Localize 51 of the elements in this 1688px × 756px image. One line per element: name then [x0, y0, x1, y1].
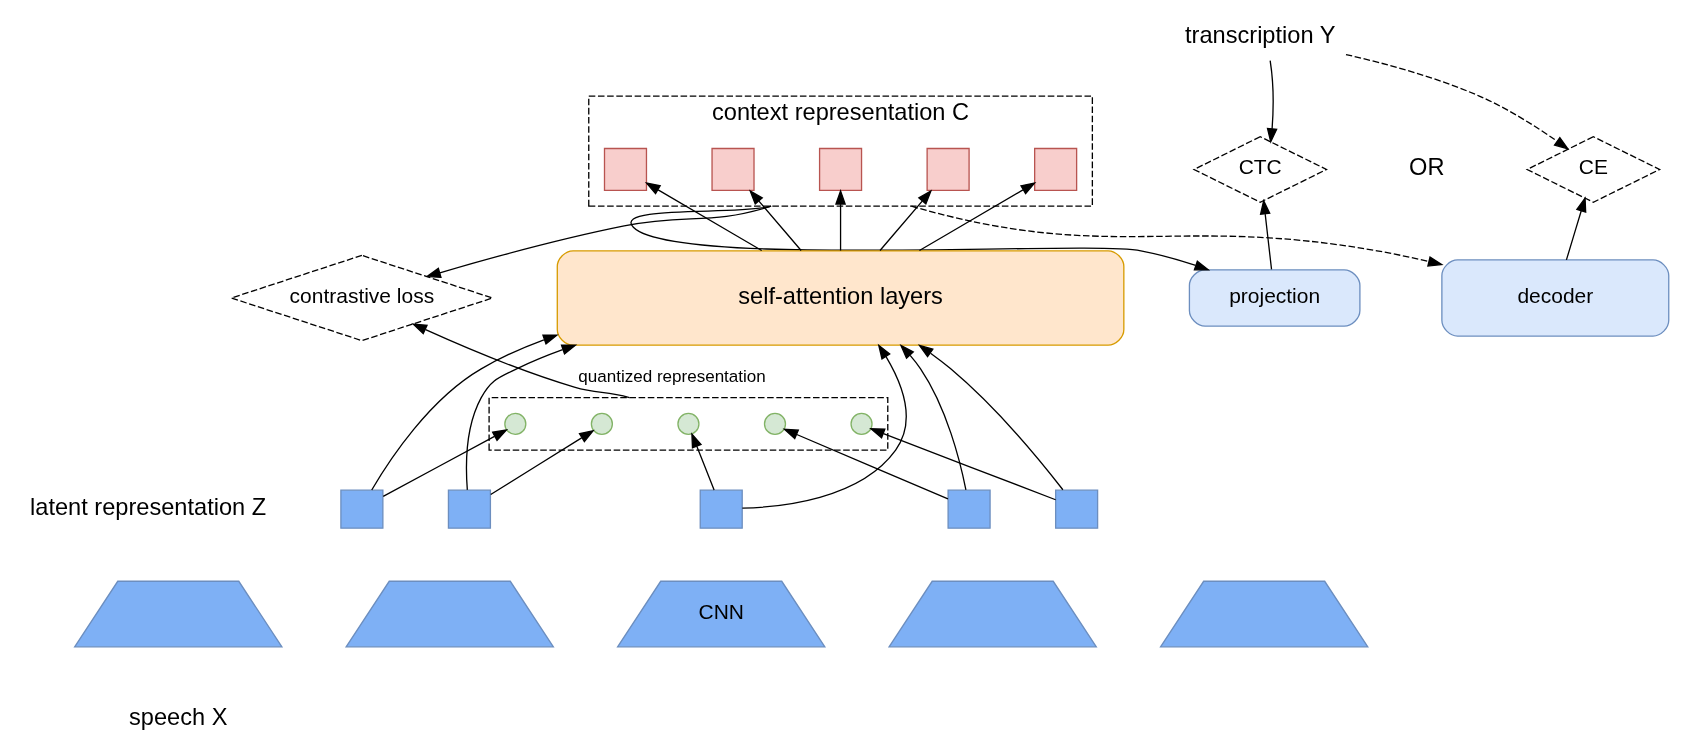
arrow [424, 205, 772, 278]
arrow [1344, 53, 1569, 150]
node-box [447, 489, 491, 529]
arrow [910, 205, 1444, 267]
node-box [1054, 489, 1098, 529]
node-box [1033, 147, 1077, 192]
arrow [489, 429, 595, 496]
arrow [834, 188, 846, 252]
arrow [1565, 196, 1586, 261]
node-box [925, 147, 970, 192]
node-circle [676, 412, 700, 436]
node-circle [849, 412, 873, 436]
node-circle [503, 412, 526, 436]
node-box [946, 489, 991, 529]
edge-label: quantized representation [577, 367, 766, 387]
arrow [748, 189, 802, 252]
node-diamond: CTC [1192, 135, 1328, 203]
arrow [868, 428, 1056, 501]
arrow [382, 429, 508, 497]
arrow [1259, 198, 1272, 271]
node-box [818, 147, 862, 192]
node-circle [763, 412, 786, 436]
arrow [899, 344, 967, 491]
node-box: projection [1188, 269, 1361, 327]
arrow [878, 189, 932, 252]
arrow [629, 205, 1210, 271]
arrow [917, 344, 1064, 491]
node-box: self-attention layers [556, 250, 1124, 346]
node-trapezium [1158, 580, 1369, 648]
node-text: transcription Y [1184, 21, 1335, 48]
arrow [465, 344, 577, 491]
node-box [339, 489, 384, 529]
label: speech X [128, 703, 227, 730]
node-box [603, 147, 647, 192]
arrow [741, 343, 907, 509]
arrow [918, 182, 1036, 252]
node-trapezium [72, 580, 283, 648]
node-box [699, 489, 743, 529]
arrow [782, 428, 949, 500]
node-trapezium [887, 580, 1097, 648]
label: OR [1408, 154, 1444, 181]
label: latent representation Z [29, 493, 266, 520]
node-box: decoder [1440, 259, 1669, 337]
arrow [370, 334, 559, 491]
arrow [1266, 60, 1278, 144]
node-trapezium [344, 580, 555, 648]
arrow [644, 182, 762, 252]
node-circle [590, 412, 613, 436]
arrow [410, 323, 630, 399]
arrow [690, 432, 715, 491]
node-box [710, 147, 755, 192]
